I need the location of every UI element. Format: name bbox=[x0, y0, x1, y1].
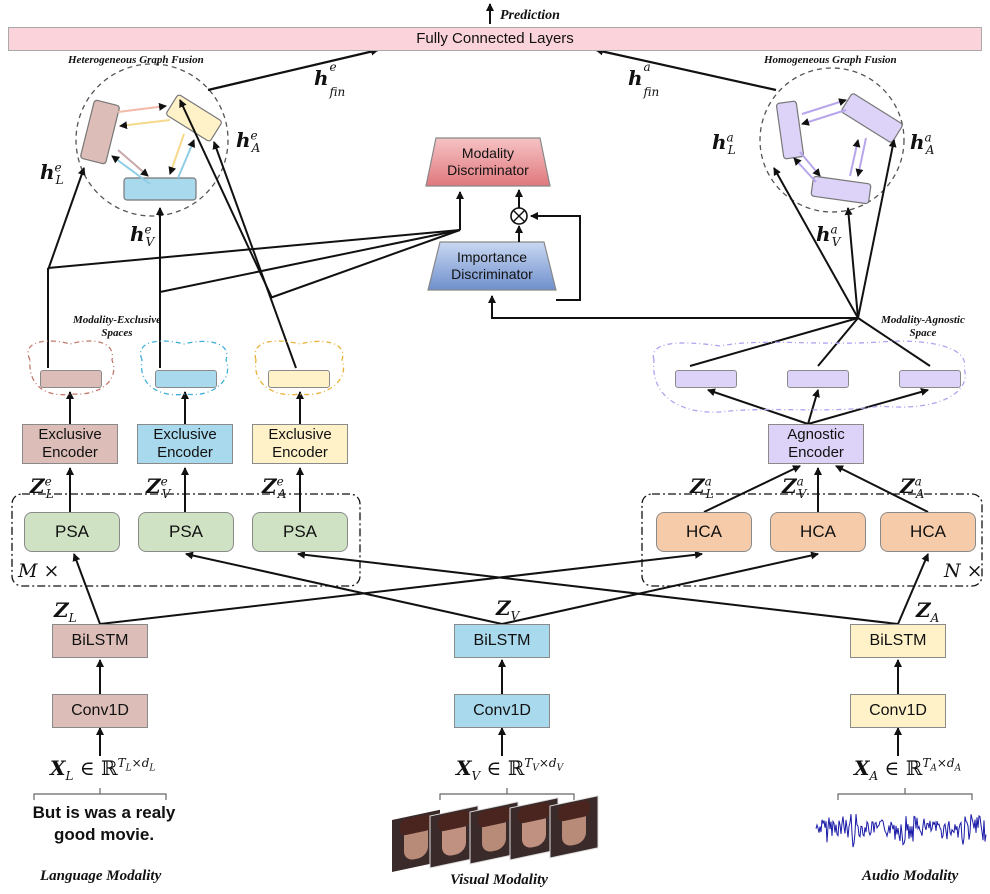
conv1d-A: Conv1D bbox=[850, 694, 946, 728]
z-a-V-label: ZaV bbox=[782, 474, 807, 501]
hetero-node-V bbox=[123, 177, 197, 201]
hca-block-V: HCA bbox=[770, 512, 866, 552]
hca-block-A: HCA bbox=[880, 512, 976, 552]
bilstm-A: BiLSTM bbox=[850, 624, 946, 658]
z-A-label: ZA bbox=[916, 598, 940, 625]
exclusive-rep-A bbox=[268, 370, 330, 388]
z-e-V-label: ZeV bbox=[146, 474, 171, 501]
bilstm-L: BiLSTM bbox=[52, 624, 148, 658]
psa-block-A: PSA bbox=[252, 512, 348, 552]
h-V-a-label: haV bbox=[816, 222, 841, 249]
exclusive-rep-V bbox=[155, 370, 217, 388]
language-sentence: But is was a realy good movie. bbox=[32, 803, 176, 844]
conv1d-L: Conv1D bbox=[52, 694, 148, 728]
exclusive-encoder-A: Exclusive Encoder bbox=[252, 424, 348, 464]
audio-waveform bbox=[815, 814, 987, 848]
visual-modality-caption: Visual Modality bbox=[450, 872, 548, 888]
fully-connected-layers: Fully Connected Layers bbox=[8, 27, 982, 51]
agnostic-rep-V bbox=[787, 370, 849, 388]
agnostic-encoder: Agnostic Encoder bbox=[768, 424, 864, 464]
hetero-node-L bbox=[80, 99, 120, 165]
language-modality-caption: Language Modality bbox=[40, 868, 162, 884]
x-V-input-label: XV ∈ ℝTV×dV bbox=[456, 756, 564, 783]
x-A-input-label: XA ∈ ℝTA×dA bbox=[854, 756, 962, 783]
agnostic-rep-A bbox=[899, 370, 961, 388]
n-times-label: N × bbox=[944, 560, 983, 582]
exclusive-rep-L bbox=[40, 370, 102, 388]
h-L-e-label: heL bbox=[40, 160, 64, 187]
prediction-label: Prediction bbox=[500, 8, 560, 23]
psa-block-L: PSA bbox=[24, 512, 120, 552]
exclusive-encoder-V: Exclusive Encoder bbox=[137, 424, 233, 464]
exclusive-spaces-label: Modality-Exclusive Spaces bbox=[73, 314, 161, 339]
importance-discriminator: Importance Discriminator bbox=[451, 249, 533, 282]
hetero-node-A bbox=[166, 94, 222, 142]
z-a-L-label: ZaL bbox=[690, 474, 714, 501]
x-L-input-label: XL ∈ ℝTL×dL bbox=[50, 756, 156, 783]
modality-discriminator-shape bbox=[425, 137, 551, 187]
exclusive-encoder-L: Exclusive Encoder bbox=[22, 424, 118, 464]
homo-graph-title: Homogeneous Graph Fusion bbox=[764, 54, 897, 66]
psa-block-V: PSA bbox=[138, 512, 234, 552]
modality-discriminator: Modality Discriminator bbox=[447, 145, 529, 178]
z-V-label: ZV bbox=[496, 596, 520, 623]
h-V-e-label: heV bbox=[130, 222, 155, 249]
bilstm-V: BiLSTM bbox=[454, 624, 550, 658]
h-A-e-label: heA bbox=[236, 128, 261, 155]
z-L-label: ZL bbox=[54, 598, 77, 625]
hetero-graph-title: Heterogeneous Graph Fusion bbox=[68, 54, 204, 66]
conv1d-V: Conv1D bbox=[454, 694, 550, 728]
hca-block-L: HCA bbox=[656, 512, 752, 552]
audio-modality-caption: Audio Modality bbox=[862, 868, 959, 884]
importance-discriminator-shape bbox=[427, 241, 557, 291]
z-e-A-label: ZeA bbox=[262, 474, 287, 501]
m-times-label: M × bbox=[18, 560, 60, 582]
agnostic-rep-L bbox=[675, 370, 737, 388]
h-L-a-label: haL bbox=[712, 130, 736, 157]
z-a-A-label: ZaA bbox=[900, 474, 925, 501]
agnostic-space-label: Modality-Agnostic Space bbox=[881, 314, 965, 339]
video-frames bbox=[392, 795, 599, 872]
h-A-a-label: haA bbox=[910, 130, 935, 157]
z-e-L-label: ZeL bbox=[30, 474, 54, 501]
